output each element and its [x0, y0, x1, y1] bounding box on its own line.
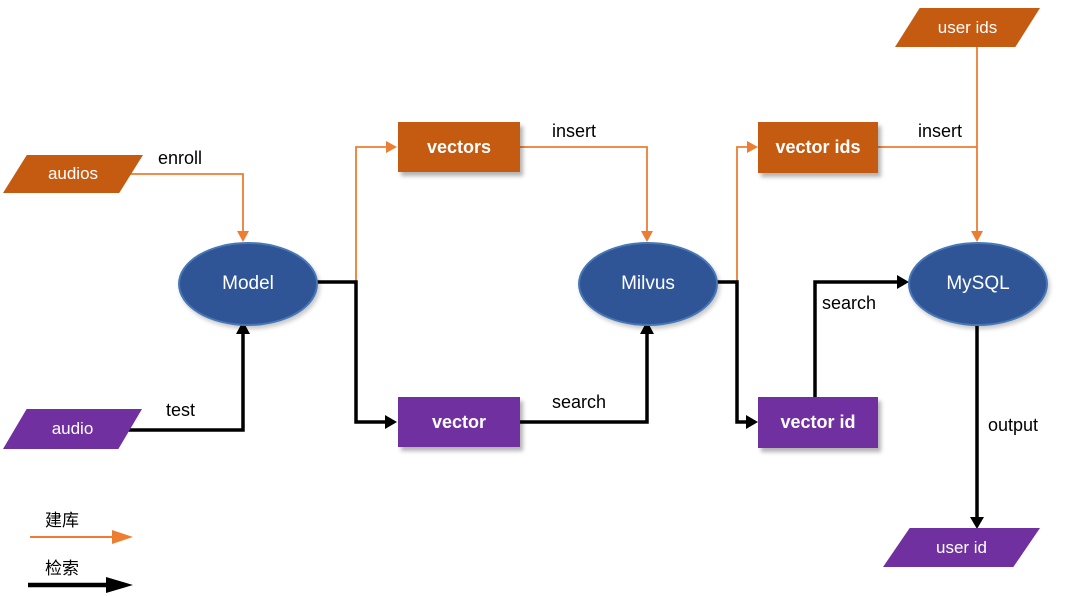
edge-milvus-to-vectorids — [736, 146, 747, 281]
arrowhead-mysql-left — [897, 275, 909, 289]
arrowhead-vectorids-left — [747, 141, 758, 153]
node-audio-label: audio — [51, 419, 94, 438]
node-audios: audios — [3, 155, 143, 193]
node-mysql-label: MySQL — [946, 273, 1010, 294]
node-model: Model — [178, 242, 318, 326]
arrowhead-vectorid-left — [746, 415, 758, 429]
arrowhead-milvus-top — [641, 231, 653, 242]
edge-label-insert-milvus: insert — [552, 121, 597, 141]
build-flow-edges — [128, 47, 978, 282]
legend-build-arrowhead — [112, 530, 133, 544]
node-vectors-label: vectors — [426, 136, 492, 157]
arrowhead-mysql-top — [971, 231, 983, 242]
edge-vector-to-milvus — [520, 334, 649, 424]
arrowhead-milvus-bottom — [640, 321, 654, 334]
arrowhead-model-bottom — [236, 321, 250, 334]
node-vector-ids-label: vector ids — [775, 137, 861, 157]
edge-label-search-milvus: search — [552, 392, 607, 412]
node-milvus: Milvus — [578, 242, 718, 326]
search-flow-arrowheads — [236, 275, 984, 529]
legend-arrows — [28, 530, 133, 593]
legend-search-label: 检索 — [45, 559, 79, 578]
build-flow-arrowheads — [237, 141, 983, 242]
node-vectors: vectors — [398, 122, 520, 172]
edge-model-to-vectors — [355, 146, 386, 282]
arrowhead-vector-left — [385, 415, 397, 429]
search-flow-edges — [128, 280, 979, 517]
arrowhead-model-top — [237, 231, 249, 242]
edge-milvus-to-vectorid — [712, 280, 746, 424]
edge-model-to-vector — [313, 280, 385, 424]
node-vector: vector — [398, 397, 520, 447]
node-user-id: user id — [883, 528, 1040, 567]
legend-search-arrowhead — [106, 577, 133, 593]
edge-label-enroll: enroll — [158, 148, 203, 168]
edge-audio-to-model — [128, 334, 245, 432]
edge-audios-to-model — [128, 173, 244, 231]
legend-build-label: 建库 — [45, 511, 79, 530]
arrowhead-userid-top — [970, 517, 984, 529]
node-audios-label: audios — [47, 164, 99, 183]
node-user-ids-label: user ids — [937, 17, 998, 37]
edge-label-test: test — [166, 400, 196, 420]
node-mysql: MySQL — [908, 242, 1048, 326]
node-audio: audio — [3, 409, 142, 449]
node-vector-ids: vector ids — [758, 122, 878, 173]
node-milvus-label: Milvus — [621, 273, 675, 294]
node-vector-id: vector id — [758, 397, 878, 448]
edge-label-insert-mysql: insert — [918, 121, 963, 141]
edge-vectors-to-milvus — [520, 146, 648, 231]
node-vector-id-label: vector id — [780, 412, 856, 432]
node-model-label: Model — [222, 273, 274, 294]
edge-label-output: output — [988, 415, 1039, 435]
edge-vectorid-to-mysql — [813, 280, 897, 397]
node-user-id-label: user id — [935, 537, 988, 557]
arrowhead-vectors-left — [386, 141, 397, 153]
edge-label-search-mysql: search — [822, 293, 877, 313]
node-user-ids: user ids — [895, 8, 1040, 47]
node-vector-label: vector — [431, 411, 487, 432]
